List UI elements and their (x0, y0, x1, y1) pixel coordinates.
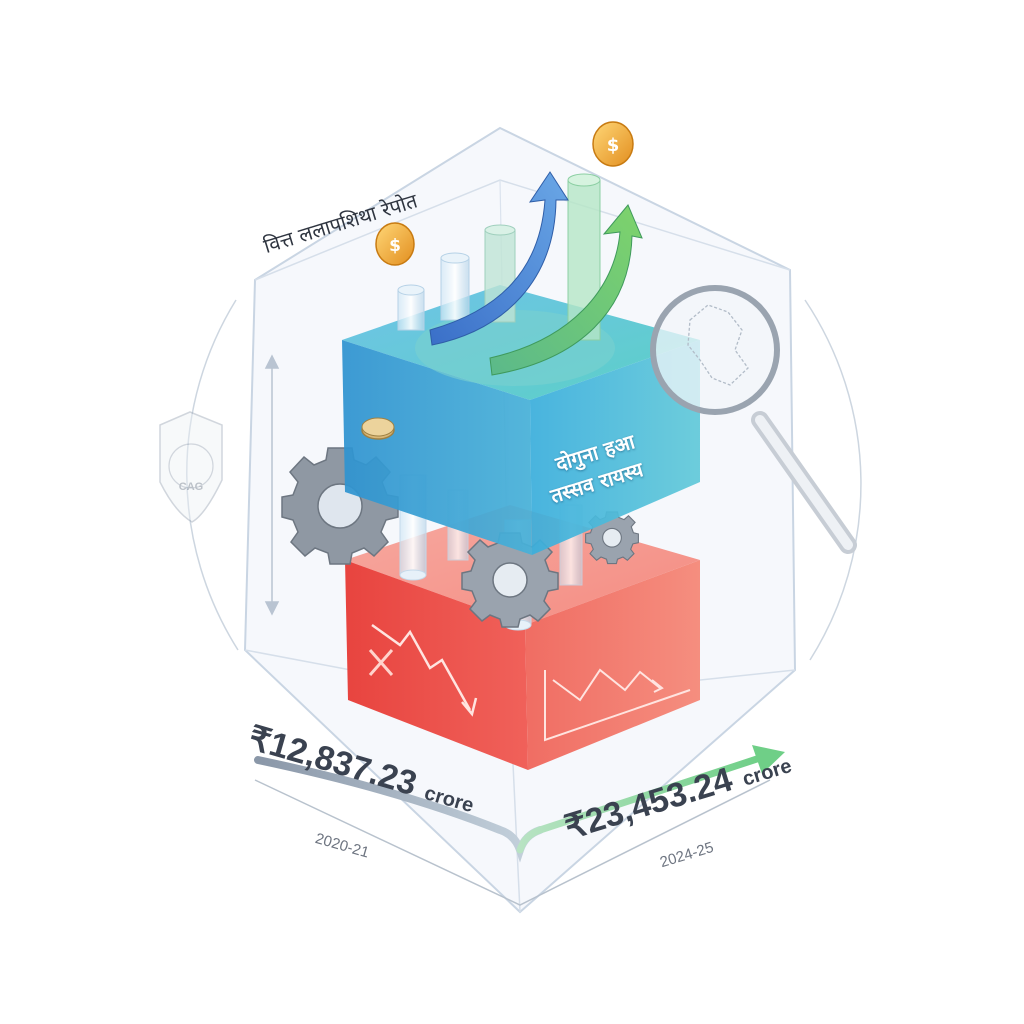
arrow-up-icon (489, 204, 643, 376)
height-indicator (264, 354, 280, 616)
magnifier-icon (650, 285, 857, 554)
decline-chart-icon (368, 623, 478, 717)
svg-text:$: $ (607, 135, 620, 156)
framed-decline-chart-icon (544, 668, 691, 742)
arrow-up-icon (752, 745, 785, 774)
svg-text:$: $ (389, 236, 401, 256)
timeline (254, 745, 785, 906)
shield-icon (159, 411, 223, 523)
map-icon (687, 304, 749, 386)
seal-text: CAG (179, 481, 203, 493)
cag-seal: CAG (159, 411, 223, 523)
coin-icon (361, 417, 395, 440)
rupee-coin-icon: $ (592, 121, 634, 167)
arrow-down-icon (264, 601, 280, 616)
arrow-up-icon (429, 171, 569, 346)
gear-icon (461, 532, 559, 628)
rupee-coin-icon: $ (375, 222, 415, 266)
arrow-up-icon (264, 354, 280, 369)
background-orbit (186, 299, 862, 661)
